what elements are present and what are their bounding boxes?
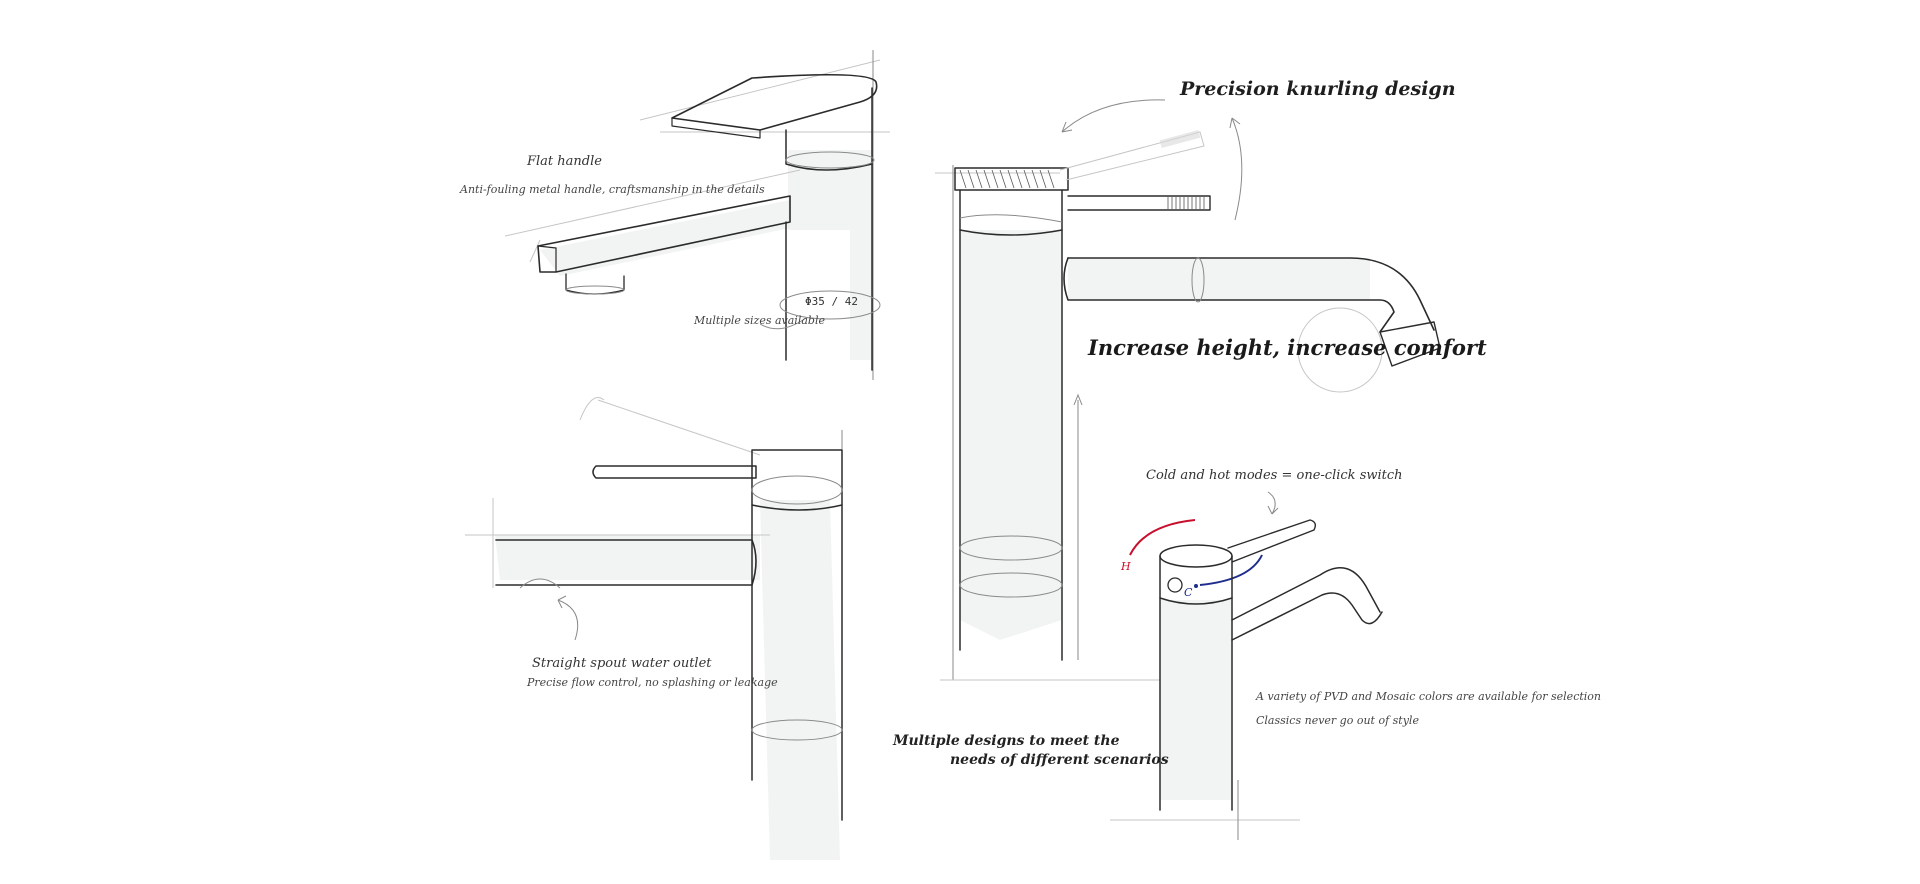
sketch-tall-knurled-faucet bbox=[935, 99, 1441, 681]
finish-options-note: A variety of PVD and Mosaic colors are a… bbox=[1256, 690, 1602, 703]
designs-line-2: needs of different scenarios bbox=[950, 752, 1169, 768]
spout-description: Precise flow control, no splashing or le… bbox=[527, 676, 778, 689]
cold-marker: C bbox=[1184, 586, 1193, 599]
sizes-note: Multiple sizes available bbox=[694, 314, 825, 327]
sketch-straight-spout-faucet bbox=[465, 397, 843, 860]
switch-note: Cold and hot modes = one-click switch bbox=[1146, 468, 1403, 483]
height-title: Increase height, increase comfort bbox=[1088, 335, 1487, 360]
designs-line-1: Multiple designs to meet the bbox=[893, 733, 1120, 749]
knurling-title: Precision knurling design bbox=[1180, 78, 1456, 100]
hot-marker: H bbox=[1121, 560, 1131, 573]
sketch-flat-handle-faucet bbox=[504, 50, 890, 380]
sketch-hot-cold-faucet bbox=[1110, 491, 1383, 840]
flat-handle-title: Flat handle bbox=[527, 154, 602, 169]
diameter-label: Φ35 / 42 bbox=[805, 295, 858, 308]
classic-style-note: Classics never go out of style bbox=[1256, 714, 1419, 727]
flat-handle-description: Anti-fouling metal handle, craftsmanship… bbox=[460, 183, 765, 196]
spout-title: Straight spout water outlet bbox=[532, 656, 712, 671]
